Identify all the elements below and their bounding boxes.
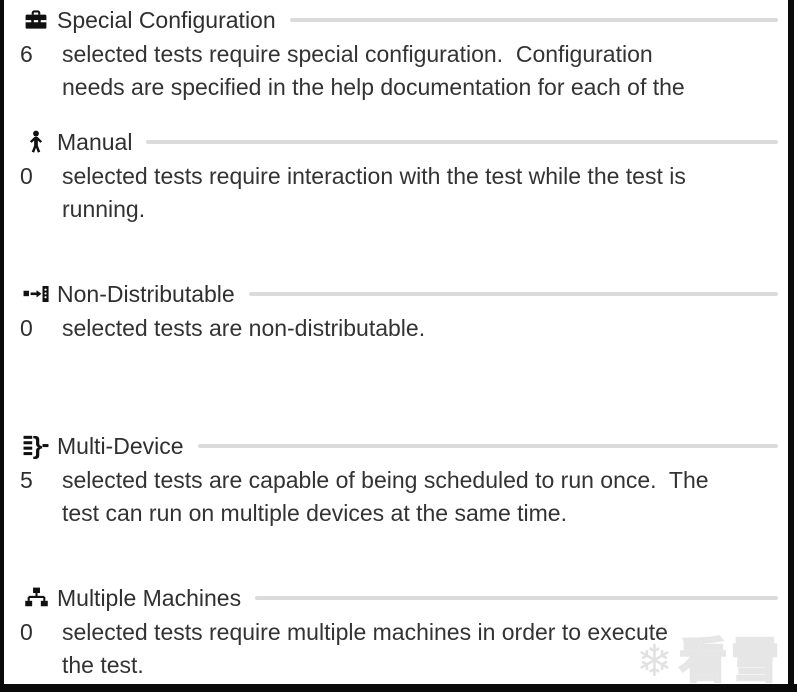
frame-border-bottom xyxy=(0,684,797,692)
multi-device-icon: } xyxy=(20,432,52,460)
person-icon xyxy=(20,128,52,156)
section-manual: Manual 0 selected tests require interact… xyxy=(0,126,797,276)
svg-text:}: } xyxy=(33,433,43,459)
section-header: Multiple Machines xyxy=(20,582,784,614)
section-description: selected tests require special configura… xyxy=(62,38,781,104)
toolbox-icon xyxy=(20,6,52,34)
section-title: Non-Distributable xyxy=(57,280,235,307)
separator-line xyxy=(197,444,778,448)
section-description: selected tests are non-distributable. xyxy=(62,312,781,345)
section-header: Non-Distributable xyxy=(20,278,784,310)
separator-line xyxy=(248,292,778,296)
section-description: selected tests are capable of being sche… xyxy=(62,464,781,530)
section-count: 0 xyxy=(20,163,33,189)
separator-line xyxy=(146,140,778,144)
separator-line xyxy=(289,18,778,22)
section-title: Manual xyxy=(57,128,133,155)
non-distributable-icon xyxy=(20,280,52,308)
description-line: test can run on multiple devices at the … xyxy=(62,500,567,526)
description-line: selected tests are capable of being sche… xyxy=(62,467,709,493)
description-line: selected tests require special configura… xyxy=(62,41,653,67)
section-description: selected tests require interaction with … xyxy=(62,160,781,226)
section-count: 6 xyxy=(20,41,33,67)
section-multi-device: } Multi-Device 5 selected tests are capa… xyxy=(0,430,797,580)
frame-border-left xyxy=(0,0,4,692)
multiple-machines-icon xyxy=(20,584,52,612)
section-title: Special Configuration xyxy=(57,6,276,33)
section-count: 0 xyxy=(20,619,33,645)
description-line: needs are specified in the help document… xyxy=(62,74,685,100)
section-header: Special Configuration xyxy=(20,4,784,36)
section-description: selected tests require multiple machines… xyxy=(62,616,781,682)
description-line: selected tests are non-distributable. xyxy=(62,315,426,341)
section-header: } Multi-Device xyxy=(20,430,784,462)
section-non-distributable: Non-Distributable 0 selected tests are n… xyxy=(0,278,797,428)
description-line: running. xyxy=(62,196,146,222)
description-line: selected tests require interaction with … xyxy=(62,163,686,189)
separator-line xyxy=(255,596,778,600)
section-multiple-machines: Multiple Machines 0 selected tests requi… xyxy=(0,582,797,684)
section-count: 5 xyxy=(20,467,33,493)
frame-border-right xyxy=(788,0,794,692)
section-count: 0 xyxy=(20,315,33,341)
section-header: Manual xyxy=(20,126,784,158)
section-special-configuration: Special Configuration 6 selected tests r… xyxy=(0,4,797,124)
description-line: the test. xyxy=(62,652,144,678)
section-title: Multiple Machines xyxy=(57,584,242,611)
section-title: Multi-Device xyxy=(57,432,184,459)
description-line: selected tests require multiple machines… xyxy=(62,619,668,645)
